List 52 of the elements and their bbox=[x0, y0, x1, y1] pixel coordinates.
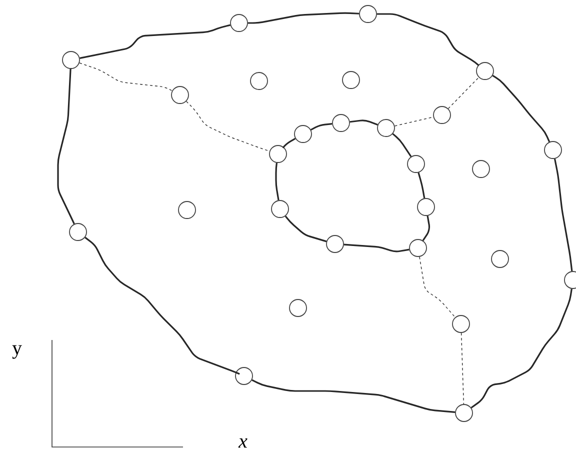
boundary-curve bbox=[310, 123, 332, 131]
boundary-curve bbox=[492, 74, 550, 142]
node-circle bbox=[271, 200, 289, 218]
boundary-curve bbox=[282, 138, 296, 149]
dashed-line bbox=[448, 77, 480, 109]
boundary-curve bbox=[284, 216, 327, 242]
boundary-curve bbox=[376, 13, 480, 66]
boundary-curve bbox=[554, 158, 573, 272]
node-circle bbox=[332, 114, 350, 132]
node-circle bbox=[455, 404, 473, 422]
node-circle bbox=[250, 72, 268, 90]
axis-label: y bbox=[12, 345, 22, 359]
node-circle bbox=[62, 51, 80, 69]
node-circle bbox=[417, 198, 435, 216]
boundary-curve bbox=[470, 288, 572, 408]
node-circle bbox=[230, 14, 248, 32]
boundary-curve bbox=[275, 162, 280, 200]
axis-label: x bbox=[238, 438, 248, 448]
node-circle bbox=[269, 145, 287, 163]
node-circle bbox=[294, 125, 312, 143]
node-circle bbox=[69, 223, 87, 241]
boundary-curve bbox=[84, 236, 240, 375]
node-circle bbox=[491, 250, 509, 268]
node-circle bbox=[178, 201, 196, 219]
node-circle bbox=[433, 106, 451, 124]
node-circle bbox=[544, 141, 562, 159]
boundary-curve bbox=[418, 172, 426, 198]
dashed-line bbox=[394, 116, 434, 126]
node-circle bbox=[472, 160, 490, 178]
node-circle bbox=[452, 315, 470, 333]
node-circle bbox=[476, 62, 494, 80]
node-circle bbox=[289, 299, 307, 317]
boundary-curve bbox=[80, 24, 230, 59]
boundary-curve bbox=[422, 216, 430, 241]
node-circle bbox=[326, 235, 344, 253]
dashed-line bbox=[186, 100, 270, 152]
node-circle bbox=[171, 86, 189, 104]
boundary-curve bbox=[350, 120, 378, 126]
boundary-curve bbox=[344, 244, 410, 252]
node-circle bbox=[235, 367, 253, 385]
node-circle bbox=[342, 71, 360, 89]
dashed-line bbox=[460, 332, 464, 404]
boundary-curve bbox=[252, 379, 456, 413]
dashed-line bbox=[419, 256, 456, 318]
node-circle bbox=[407, 155, 425, 173]
node-circle bbox=[409, 239, 427, 257]
boundary-curve bbox=[248, 12, 360, 24]
node-circle bbox=[377, 119, 395, 137]
dashed-line bbox=[79, 62, 172, 92]
boundary-curve bbox=[57, 68, 75, 224]
boundary-curve bbox=[392, 133, 412, 157]
node-circle bbox=[359, 5, 377, 23]
